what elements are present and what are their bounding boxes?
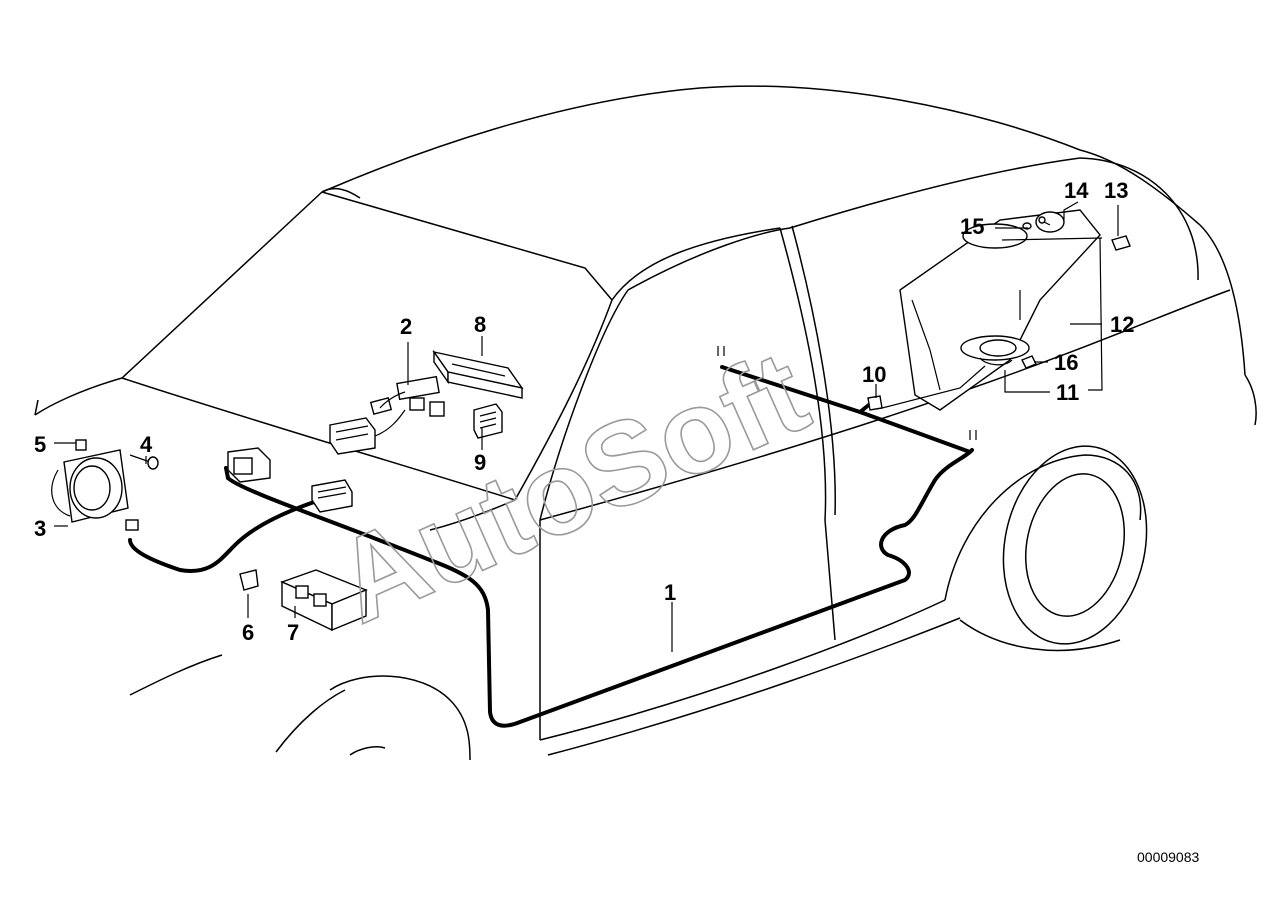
callout-3: 3 — [34, 516, 46, 541]
callout-13: 13 — [1104, 178, 1128, 203]
callout-10: 10 — [862, 362, 886, 387]
callout-7: 7 — [287, 620, 299, 645]
connector-block — [473, 403, 503, 439]
callout-2: 2 — [400, 314, 412, 339]
wiring-harness — [128, 346, 977, 728]
drawing-number: 00009083 — [1137, 849, 1200, 865]
callout-5: 5 — [34, 432, 46, 457]
clip-10 — [867, 395, 883, 411]
amplifier-module — [280, 569, 368, 632]
fastener-16 — [1021, 355, 1037, 369]
retaining-clip — [239, 569, 259, 591]
rear-connector — [1111, 235, 1131, 251]
callout-15: 15 — [960, 214, 984, 239]
callout-4: 4 — [140, 432, 153, 457]
harness-plug-middle — [311, 479, 353, 513]
callout-14: 14 — [1064, 178, 1089, 203]
leader-lines — [54, 201, 1119, 652]
callout-12: 12 — [1110, 312, 1134, 337]
callout-8: 8 — [474, 312, 486, 337]
callout-16: 16 — [1054, 350, 1078, 375]
callout-11: 11 — [1056, 380, 1079, 405]
callout-1: 1 — [664, 580, 676, 605]
harness-plug-left — [227, 447, 271, 483]
speaker-screw — [129, 454, 159, 470]
callout-labels: 1 2 3 4 5 6 7 8 9 10 11 12 13 14 15 16 — [34, 178, 1134, 645]
callout-9: 9 — [474, 450, 486, 475]
callout-6: 6 — [242, 620, 254, 645]
watermark-text: AutoSoft — [317, 326, 826, 649]
radio-mounting-frame — [432, 349, 524, 399]
front-speaker — [51, 439, 139, 531]
rear-speaker-housing — [899, 209, 1101, 411]
radio-wiring-adapter — [329, 375, 445, 455]
fastener-14 — [1038, 216, 1051, 226]
rear-speaker — [960, 335, 1030, 366]
